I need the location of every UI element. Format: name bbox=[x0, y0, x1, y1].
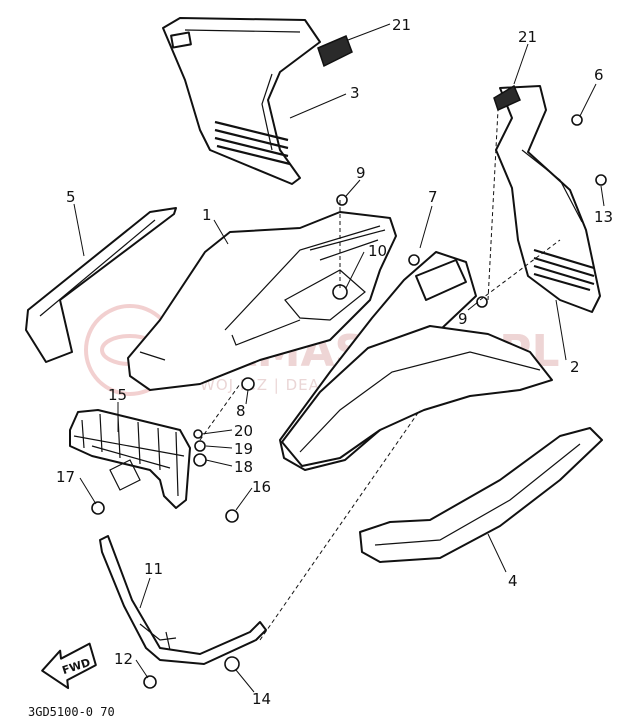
part-1-rear-fender bbox=[127, 211, 397, 391]
fwd-arrow: FWD bbox=[41, 642, 97, 690]
arrow-left-icon bbox=[41, 642, 97, 690]
bolt-icon bbox=[571, 114, 583, 126]
part-15-rack bbox=[69, 409, 191, 509]
callout-6: 6 bbox=[594, 66, 604, 84]
bolt-icon bbox=[595, 174, 607, 186]
callout-10: 10 bbox=[368, 242, 387, 260]
assembly-lines bbox=[199, 109, 561, 641]
callout-4: 4 bbox=[508, 572, 518, 590]
part-21-reflector-left bbox=[317, 35, 353, 68]
callout-9-right: 9 bbox=[458, 310, 468, 328]
part-4-fender-trim bbox=[359, 427, 603, 563]
callout-15: 15 bbox=[108, 386, 127, 404]
bolt-icon bbox=[336, 194, 348, 206]
callout-3: 3 bbox=[350, 84, 360, 102]
callout-1: 1 bbox=[202, 206, 212, 224]
callout-13: 13 bbox=[594, 208, 613, 226]
callouts: 1 2 3 4 5 6 7 8 9 9 10 11 12 13 14 15 16… bbox=[56, 16, 613, 708]
callout-9-top: 9 bbox=[356, 164, 366, 182]
nut-icon bbox=[193, 453, 207, 467]
part-21-reflector-right bbox=[493, 84, 521, 112]
bolt-icon bbox=[241, 377, 255, 391]
callout-7: 7 bbox=[428, 188, 438, 206]
callout-16: 16 bbox=[252, 478, 271, 496]
bolt-icon bbox=[476, 296, 488, 308]
bolt-icon bbox=[91, 501, 105, 515]
clip-icon bbox=[193, 429, 203, 439]
callout-20: 20 bbox=[234, 422, 253, 440]
part-11-front-guard bbox=[99, 535, 267, 665]
washer-icon bbox=[194, 440, 206, 452]
callout-17: 17 bbox=[56, 468, 75, 486]
callout-14: 14 bbox=[252, 690, 271, 708]
part-3-side-cover-left bbox=[162, 17, 321, 185]
nut-icon bbox=[224, 656, 240, 672]
bolt-icon bbox=[225, 509, 239, 523]
fasteners bbox=[91, 114, 607, 689]
part-5-fender-flap bbox=[25, 207, 177, 363]
callout-19: 19 bbox=[234, 440, 253, 458]
front-fender-body bbox=[279, 251, 553, 471]
callout-2: 2 bbox=[570, 358, 580, 376]
callout-12: 12 bbox=[114, 650, 133, 668]
part-2-side-cover-right bbox=[495, 85, 601, 313]
bolt-icon bbox=[143, 675, 157, 689]
callout-8: 8 bbox=[236, 402, 246, 420]
callout-18: 18 bbox=[234, 458, 253, 476]
callout-21-right: 21 bbox=[518, 28, 537, 46]
callout-21-top: 21 bbox=[392, 16, 411, 34]
leader-lines bbox=[73, 23, 605, 693]
callout-11: 11 bbox=[144, 560, 163, 578]
drawing-code: 3GD5100-0 70 bbox=[28, 705, 115, 719]
callout-5: 5 bbox=[66, 188, 76, 206]
washer-icon bbox=[408, 254, 420, 266]
